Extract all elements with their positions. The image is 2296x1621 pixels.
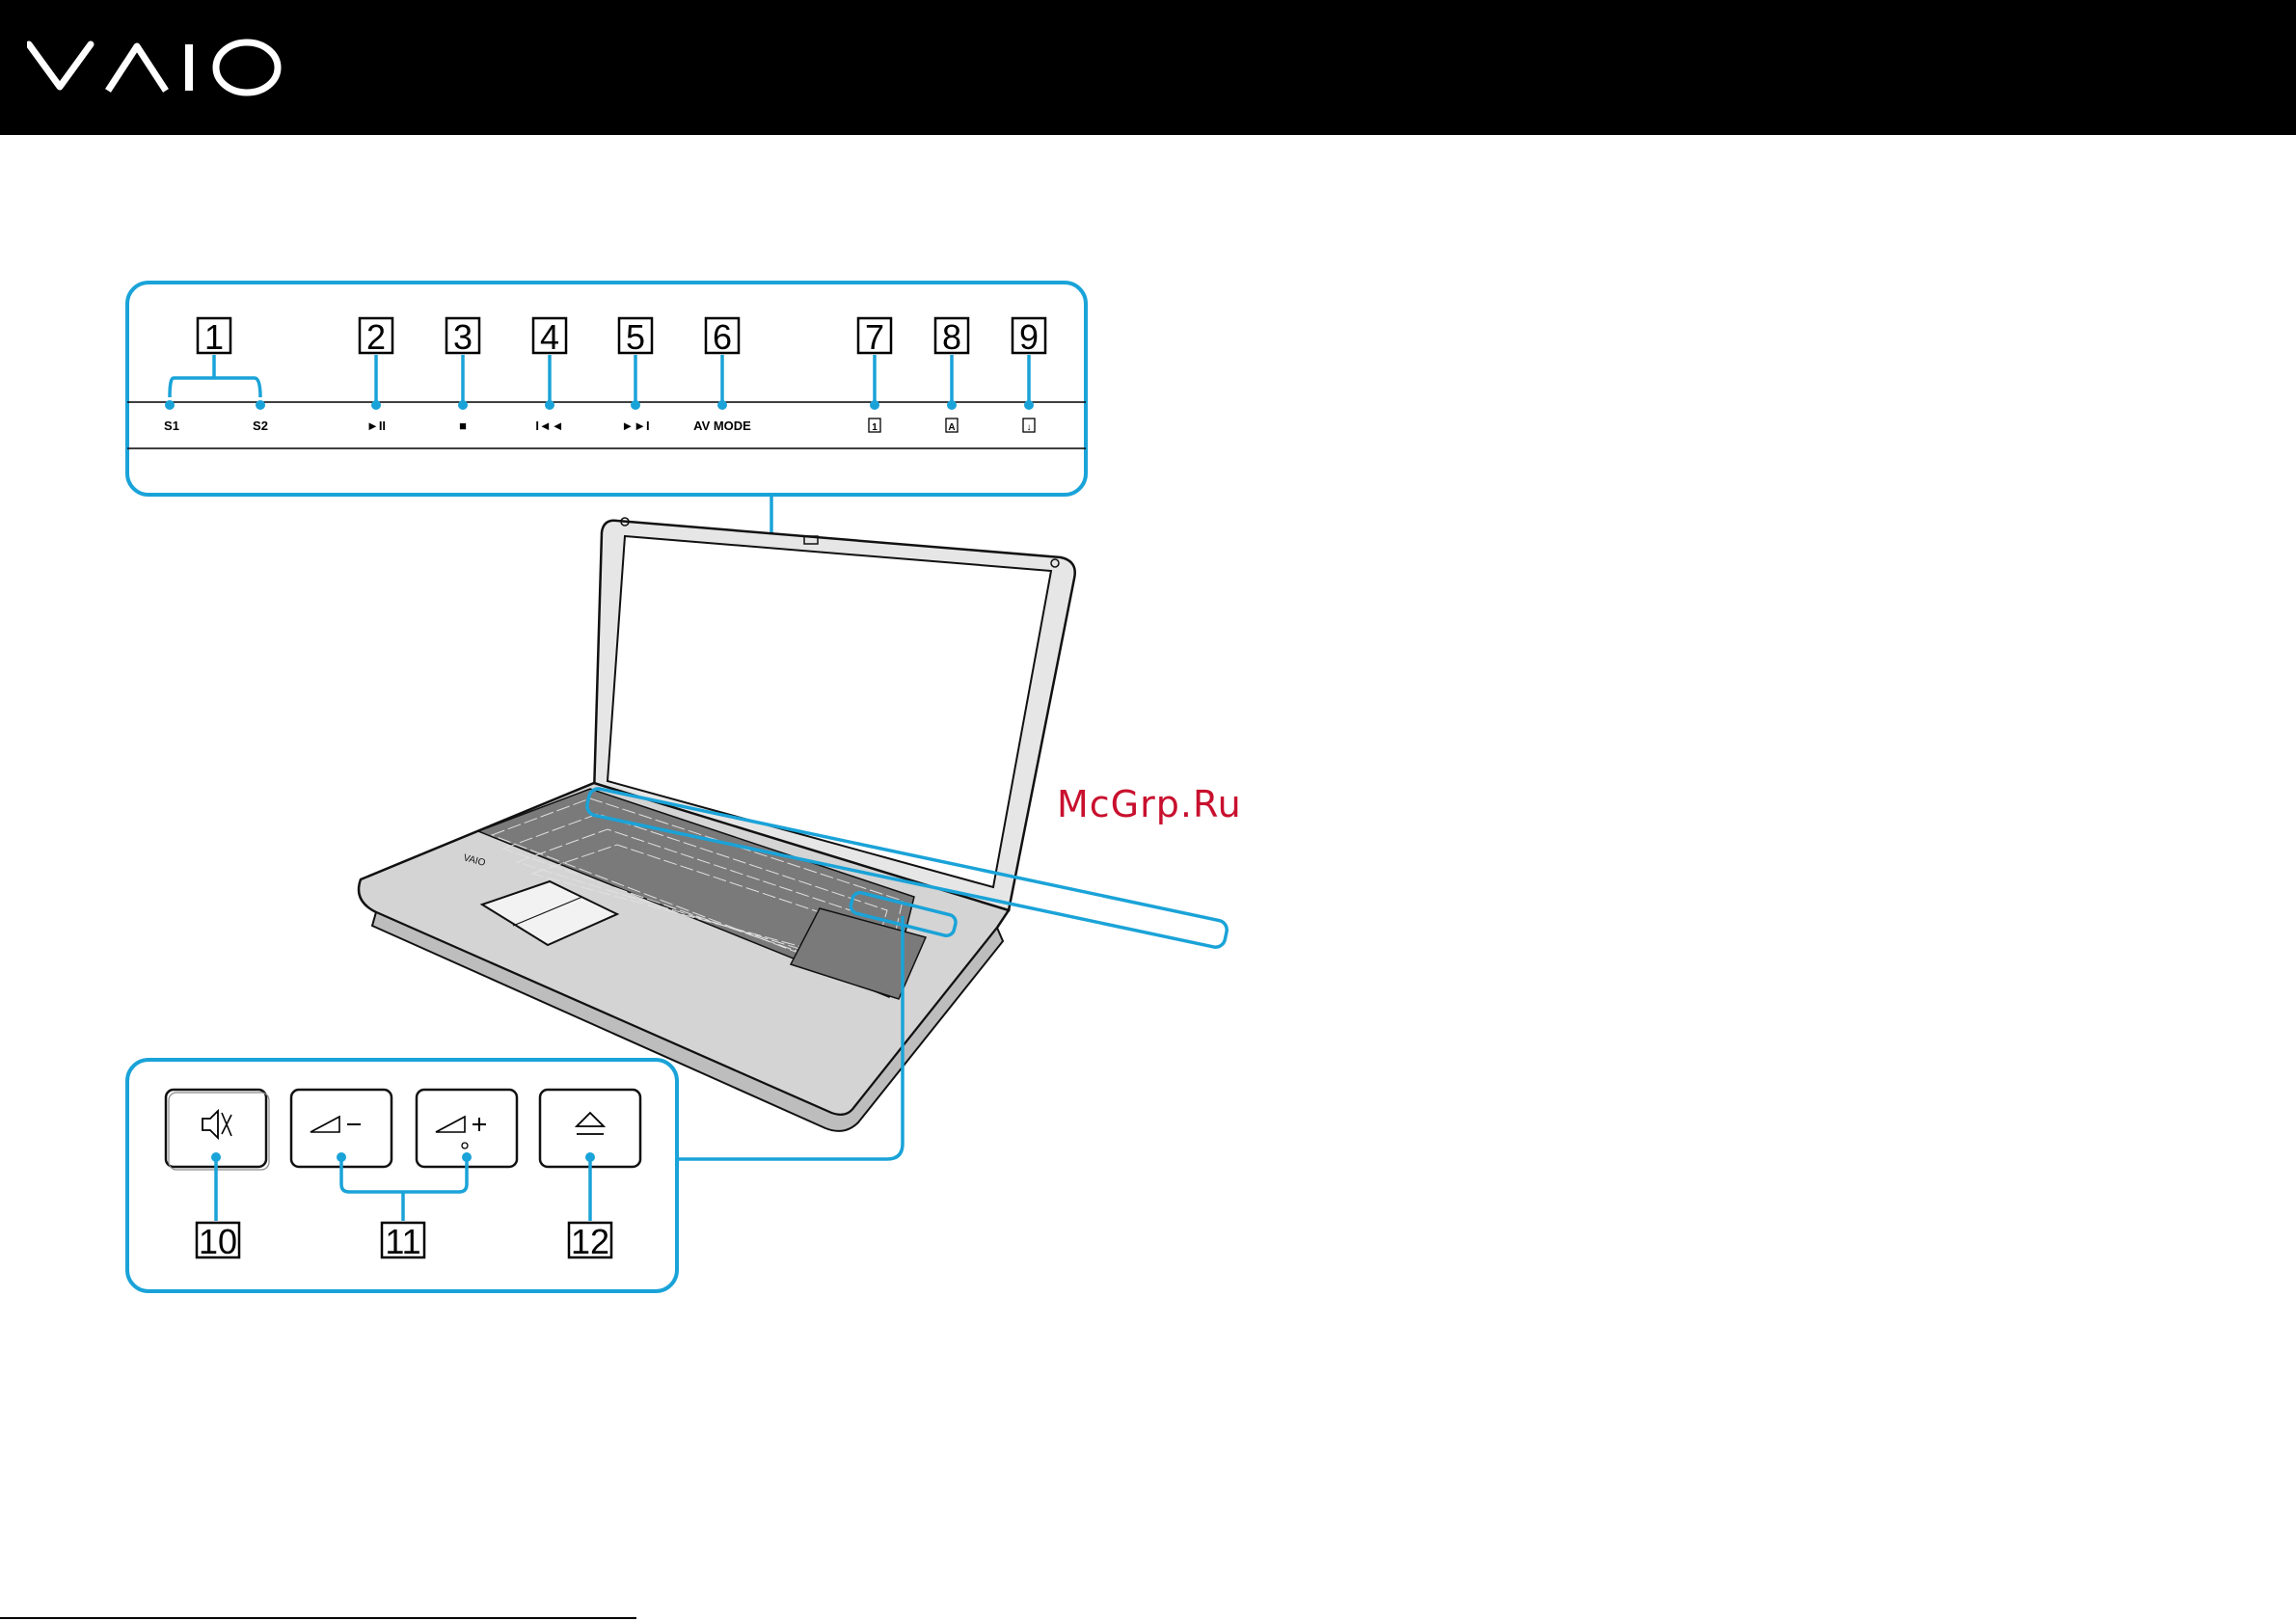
label-s2: S2 [253, 419, 268, 433]
label-stop: ■ [459, 419, 467, 433]
callout-number-12: 12 [569, 1222, 611, 1261]
svg-text:A: A [948, 422, 955, 433]
callout-number-6: 6 [706, 317, 739, 357]
num-lock-indicator-icon: 1 [869, 419, 880, 433]
callout-number-1: 1 [198, 317, 230, 357]
callout-number-11: 11 [382, 1222, 424, 1261]
callout-number-7: 7 [858, 317, 891, 357]
caps-lock-indicator-icon: A [946, 419, 958, 433]
svg-text:7: 7 [865, 317, 884, 357]
callout-number-8: 8 [935, 317, 968, 357]
svg-text:12: 12 [571, 1222, 609, 1261]
svg-text:↓: ↓ [1027, 422, 1032, 433]
svg-text:3: 3 [453, 317, 473, 357]
svg-text:11: 11 [385, 1222, 420, 1261]
watermark: McGrp.Ru [1057, 783, 1242, 825]
top-callout-box [127, 283, 1086, 495]
svg-text:2: 2 [366, 317, 386, 357]
callout-number-3: 3 [446, 317, 479, 357]
footer-line [0, 1617, 636, 1619]
label-play-pause: ►II [366, 419, 386, 433]
svg-text:10: 10 [199, 1222, 237, 1261]
scroll-lock-indicator-icon: ↓ [1023, 419, 1035, 433]
svg-text:9: 9 [1019, 317, 1039, 357]
callout-number-10: 10 [197, 1222, 239, 1261]
label-previous-track: I◄◄ [535, 419, 563, 433]
svg-text:4: 4 [540, 317, 559, 357]
svg-text:8: 8 [942, 317, 961, 357]
svg-text:1: 1 [204, 317, 224, 357]
svg-text:6: 6 [713, 317, 732, 357]
callout-number-5: 5 [619, 317, 652, 357]
label-next-track: ►►I [621, 419, 649, 433]
label-s1: S1 [164, 419, 179, 433]
callout-number-4: 4 [533, 317, 566, 357]
callout-number-9: 9 [1013, 317, 1045, 357]
label-av-mode: AV MODE [693, 419, 751, 433]
svg-text:1: 1 [872, 422, 878, 433]
callout-number-2: 2 [360, 317, 392, 357]
svg-text:5: 5 [626, 317, 645, 357]
